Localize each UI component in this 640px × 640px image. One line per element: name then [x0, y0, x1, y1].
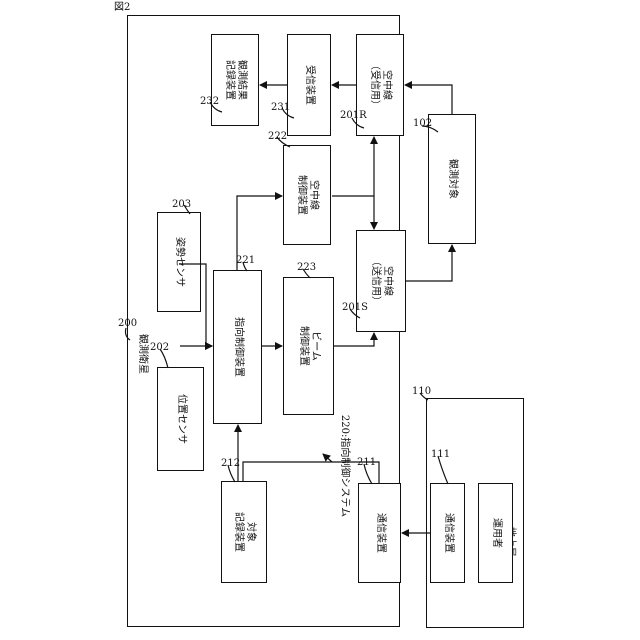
- attitude-sensor-label: 姿勢センサ: [173, 237, 185, 287]
- antenna-controller-label: 空中線 制御装置: [295, 175, 319, 215]
- target-recorder-ref: 212: [221, 458, 240, 470]
- antenna-transmit-label: 空中線 （送信用）: [369, 256, 393, 306]
- observation-target-ref: 102: [413, 118, 432, 130]
- observation-target-label: 観測対象: [446, 159, 458, 199]
- receiver-device: 受信装置: [287, 34, 331, 136]
- antenna-receive-ref: 201R: [340, 110, 367, 122]
- position-sensor-ref: 202: [150, 342, 169, 354]
- target-to-antenna-rx-arrow: [405, 85, 452, 114]
- operator-label: 運用者: [490, 518, 502, 548]
- observation-target: 観測対象: [428, 114, 476, 244]
- ground-comm-device-ref: 111: [431, 449, 450, 461]
- satellite-ref: 200: [118, 318, 137, 330]
- beam-controller-label: ビーム 制御装置: [297, 326, 321, 366]
- beam-controller: ビーム 制御装置: [283, 277, 334, 415]
- ground-comm-device-label: 通信装置: [442, 513, 454, 553]
- pointing-controller-label: 指向制御装置: [232, 317, 244, 377]
- antenna-receive-label: 空中線 （受信用）: [368, 60, 392, 110]
- pointing-controller: 指向制御装置: [213, 270, 262, 424]
- ground-station-ref: 110: [412, 386, 431, 398]
- target-recorder: 対象 記録装置: [221, 481, 267, 583]
- attitude-sensor-ref: 203: [172, 199, 191, 211]
- observation-result-recorder-ref: 232: [200, 96, 219, 108]
- observation-result-recorder-label: 観測結果 記録装置: [223, 60, 247, 100]
- antenna-transmit-ref: 201S: [342, 302, 368, 314]
- satellite-comm-device: 通信装置: [358, 483, 401, 583]
- position-sensor: 位置センサ: [157, 367, 204, 471]
- position-sensor-label: 位置センサ: [175, 394, 187, 444]
- operator: 運用者: [478, 483, 513, 583]
- observation-result-recorder: 観測結果 記録装置: [211, 34, 259, 126]
- target-recorder-label: 対象 記録装置: [232, 512, 256, 552]
- pointing-controller-ref: 221: [236, 255, 255, 267]
- beam-controller-ref: 223: [297, 262, 316, 274]
- antenna-controller-ref: 222: [268, 131, 287, 143]
- pointing-control-system-label: 220:指向制御システム: [338, 415, 350, 517]
- attitude-sensor: 姿勢センサ: [157, 212, 201, 312]
- receiver-device-label: 受信装置: [303, 65, 315, 105]
- receiver-device-ref: 231: [271, 102, 290, 114]
- antenna-transmit: 空中線 （送信用）: [356, 230, 406, 332]
- satellite-label: 観測衛星: [136, 334, 148, 374]
- antenna-tx-to-target-arrow: [406, 245, 452, 281]
- ground-comm-device: 通信装置: [430, 483, 465, 583]
- satellite-comm-device-ref: 211: [357, 457, 376, 469]
- antenna-controller: 空中線 制御装置: [283, 145, 331, 245]
- figure-label: 図2: [114, 2, 130, 14]
- satellite-comm-device-label: 通信装置: [374, 513, 386, 553]
